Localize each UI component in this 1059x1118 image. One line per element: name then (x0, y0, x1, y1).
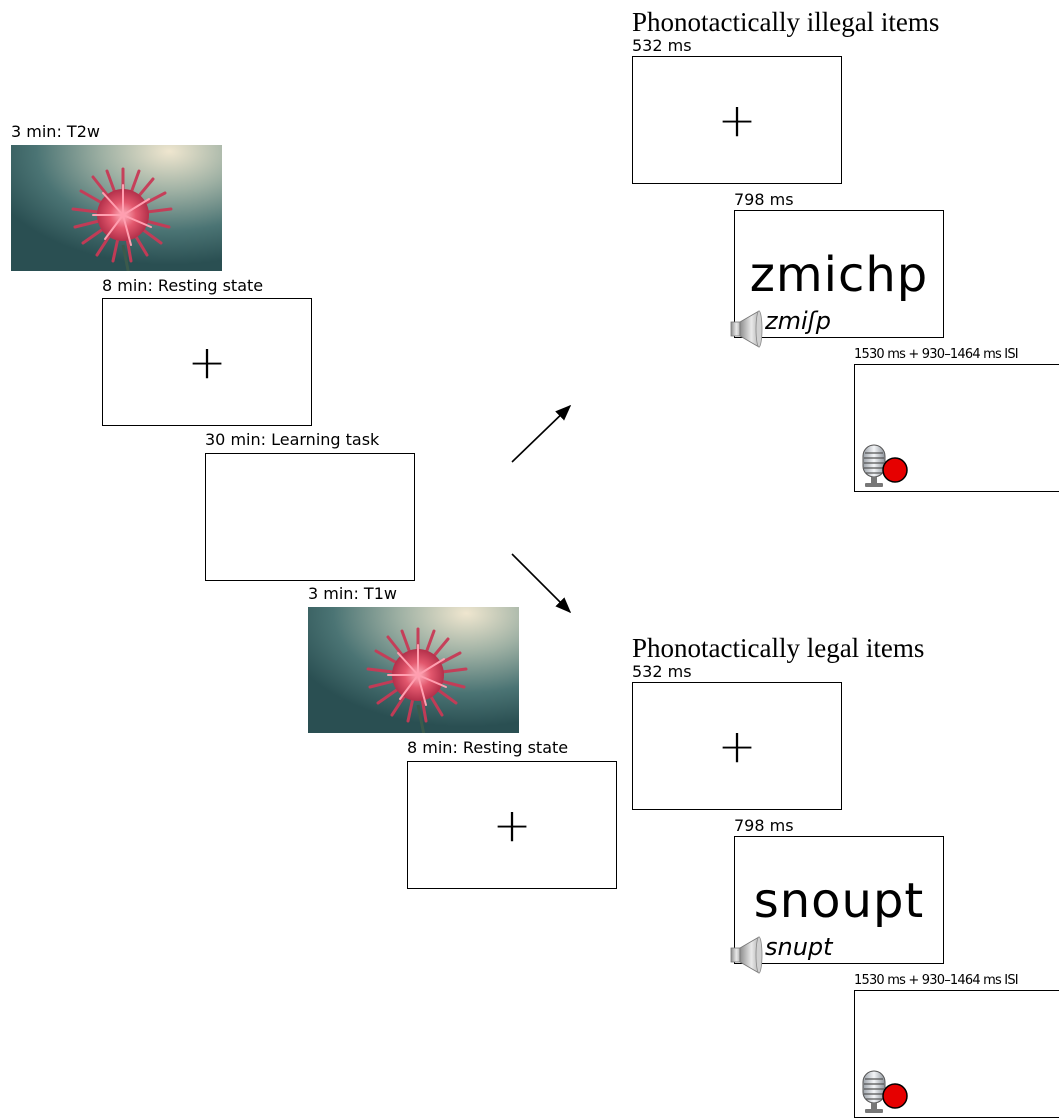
microphone-record-icon (862, 444, 908, 487)
fixation-cross: + (717, 719, 757, 773)
legal-word-duration: 798 ms (734, 816, 794, 835)
legal-response-screen (854, 990, 1059, 1118)
t1w-label: 3 min: T1w (308, 584, 397, 603)
legal-pronunciation: snupt (765, 933, 833, 961)
illegal-word: zmichp (749, 247, 929, 303)
illegal-fixation-screen: + (632, 56, 842, 184)
illegal-response-screen (854, 364, 1059, 492)
resting-state-2-label: 8 min: Resting state (407, 738, 569, 757)
learning-task-screen (205, 453, 415, 581)
legal-word-screen: snoupt snupt (730, 836, 944, 974)
t2w-label: 3 min: T2w (11, 122, 100, 141)
legal-fixation-screen: + (632, 682, 842, 810)
fixation-cross: + (492, 798, 532, 852)
fixation-cross: + (717, 93, 757, 147)
flower-photo-icon (11, 145, 222, 271)
speaker-icon (730, 310, 763, 348)
illegal-word-screen: zmichp zmiʃp (730, 210, 944, 348)
illegal-word-duration: 798 ms (734, 190, 794, 209)
legal-word: snoupt (753, 873, 925, 929)
speaker-icon (730, 936, 763, 974)
fixation-cross: + (187, 335, 227, 389)
resting-state-1-screen: + (102, 298, 312, 426)
arrow-up (511, 404, 572, 463)
legal-response-duration: 1530 ms + 930–1464 ms ISI (854, 973, 1019, 988)
microphone-record-icon (862, 1070, 908, 1113)
arrow-down (511, 553, 572, 614)
learning-task-label: 30 min: Learning task (205, 430, 380, 449)
legal-fixation-duration: 532 ms (632, 662, 692, 681)
illegal-response-duration: 1530 ms + 930–1464 ms ISI (854, 347, 1019, 362)
resting-state-2-screen: + (407, 761, 617, 889)
resting-state-1-label: 8 min: Resting state (102, 276, 264, 295)
flower-photo-icon (308, 607, 519, 733)
legal-items-heading: Phonotactically legal items (632, 633, 925, 663)
illegal-pronunciation: zmiʃp (765, 307, 831, 335)
illegal-items-heading: Phonotactically illegal items (632, 7, 940, 37)
illegal-fixation-duration: 532 ms (632, 36, 692, 55)
